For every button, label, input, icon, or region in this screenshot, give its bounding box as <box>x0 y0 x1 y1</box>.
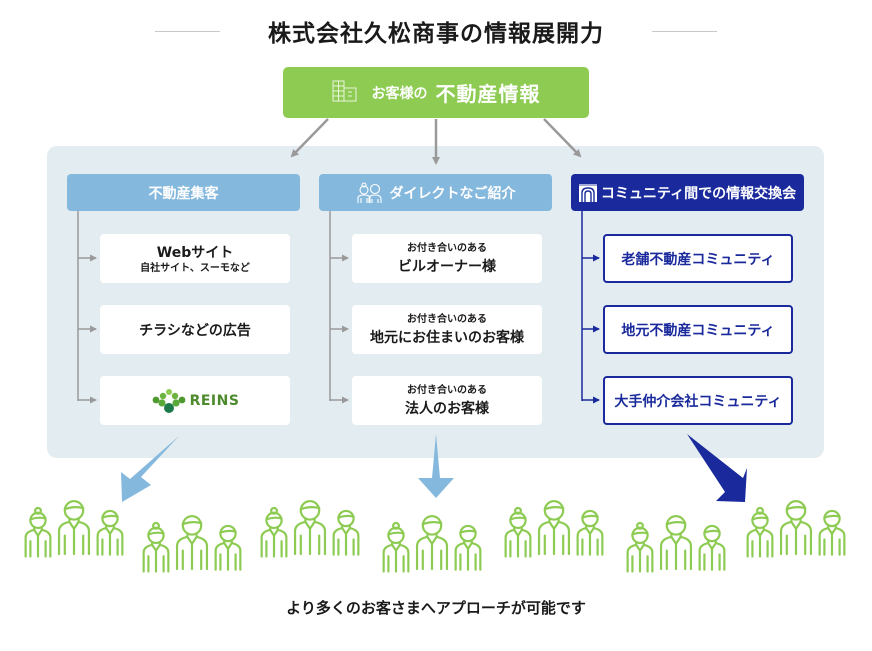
title-rule-right <box>652 31 717 32</box>
people-group-icon <box>142 515 242 573</box>
channel-item-website: Webサイト 自社サイト、スーモなど <box>100 234 290 283</box>
channel-item-building-owners: お付き合いのある ビルオーナー様 <box>352 234 542 283</box>
conclusion-text: より多くのお客さまへアプローチが可能です <box>286 599 586 617</box>
col-header-community: コミュニティ間での情報交換会 <box>571 174 804 211</box>
reins-logo-icon <box>151 388 187 414</box>
reins-logo-text: REINS <box>189 392 240 409</box>
source-small-label: お客様の <box>371 85 428 102</box>
channel-item-established-community: 老舗不動産コミュニティ <box>603 234 793 283</box>
channel-item-local-community: 地元不動産コミュニティ <box>603 305 793 354</box>
big-arrow-left <box>121 436 179 502</box>
channel-item-local-residents: お付き合いのある 地元にお住まいのお客様 <box>352 305 542 354</box>
people-crowd <box>24 500 846 573</box>
channel-item-major-broker-community: 大手仲介会社コミュニティ <box>603 376 793 425</box>
channel-item-reins: REINS <box>100 376 290 425</box>
page-title: 株式会社久松商事の情報展開力 <box>268 21 604 47</box>
item-main: Webサイト <box>156 244 234 261</box>
big-arrow-right <box>687 434 747 502</box>
people-group-icon <box>504 500 604 558</box>
people-group-icon <box>626 515 726 573</box>
col-header-community-label: コミュニティ間での情報交換会 <box>600 185 797 202</box>
item-main: 地元不動産コミュニティ <box>621 322 775 339</box>
title-rule-left <box>155 31 220 32</box>
source-big-label: 不動産情報 <box>435 82 541 106</box>
col-header-marketing-label: 不動産集客 <box>148 185 219 202</box>
col3-tree <box>581 211 600 404</box>
people-group-icon <box>746 500 846 558</box>
source-box: お客様の 不動産情報 <box>283 67 589 118</box>
item-main: 大手仲介会社コミュニティ <box>614 393 782 410</box>
channel-item-corporate: お付き合いのある 法人のお客様 <box>352 376 542 425</box>
item-main: 法人のお客様 <box>405 400 489 417</box>
people-group-icon <box>24 500 124 558</box>
item-sub: 自社サイト、スーモなど <box>140 262 250 274</box>
item-main: ビルオーナー様 <box>398 258 496 275</box>
community-logo-icon <box>578 183 597 202</box>
channel-item-flyers: チラシなどの広告 <box>100 305 290 354</box>
item-main: チラシなどの広告 <box>139 322 251 339</box>
col-header-direct-label: ダイレクトなご紹介 <box>389 185 516 202</box>
item-pre: お付き合いのある <box>407 313 487 325</box>
item-pre: お付き合いのある <box>407 242 487 254</box>
item-main: 地元にお住まいのお客様 <box>370 329 524 346</box>
col-header-direct: ダイレクトなご紹介 <box>319 174 552 211</box>
big-arrow-center <box>418 434 454 498</box>
col1-tree <box>77 211 97 404</box>
people-group-icon <box>260 500 360 558</box>
col2-tree <box>329 211 349 404</box>
arrow-to-col1 <box>290 118 329 158</box>
people-icon <box>356 181 382 204</box>
people-group-icon <box>382 515 482 573</box>
item-main: 老舗不動産コミュニティ <box>621 251 775 268</box>
item-pre: お付き合いのある <box>407 384 487 396</box>
arrow-to-col3 <box>543 118 582 158</box>
col-header-marketing: 不動産集客 <box>67 174 300 211</box>
building-icon <box>332 80 358 106</box>
